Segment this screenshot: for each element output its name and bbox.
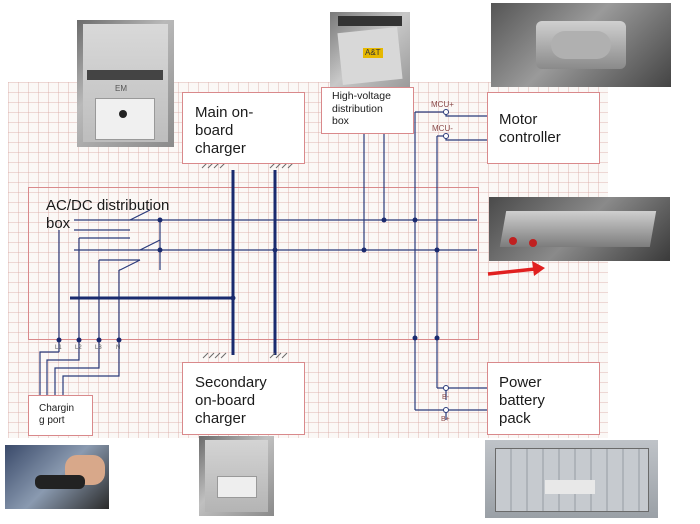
terminal-mcu-plus: MCU+: [431, 100, 454, 109]
switch-a: [129, 209, 151, 221]
battery-pack-label: Power battery pack: [499, 374, 545, 427]
switch-c: [119, 259, 141, 271]
battery-pack-box: [487, 362, 600, 435]
charging-port-box: [28, 395, 93, 436]
hv-distribution-label: High-voltage distribution box: [332, 90, 391, 128]
charging-port-photo: [5, 445, 109, 509]
port-pin-l1: L1: [55, 345, 62, 351]
red-arrow-icon: [487, 261, 545, 276]
port-pin-l2: L2: [75, 345, 82, 351]
motor-controller-label: Motor controller: [499, 111, 561, 146]
motor-controller-box: [487, 92, 600, 164]
port-pin-l3: L3: [95, 345, 102, 351]
acdc-box-label: AC/DC distribution box: [46, 197, 170, 232]
main-charger-photo: EM: [77, 20, 174, 147]
battery-pack-photo: [485, 440, 658, 518]
battery-module-photo: [489, 197, 670, 261]
main-charger-photo-logo: EM: [115, 84, 127, 93]
hv-box-photo: A&T: [330, 12, 410, 87]
acdc-distribution-box: [28, 187, 479, 340]
hv-distribution-box: [321, 87, 414, 134]
charging-port-label: Chargin g port: [39, 403, 75, 426]
hv-box-photo-label: A&T: [363, 48, 383, 58]
main-charger-box: [182, 92, 305, 164]
main-charger-label: Main on- board charger: [195, 104, 254, 157]
terminal-b-plus: B+: [441, 416, 450, 423]
motor-photo: [491, 3, 671, 87]
switch-b: [139, 239, 161, 251]
terminal-b-minus: B-: [442, 394, 449, 401]
secondary-charger-label: Secondary on-board charger: [195, 374, 267, 427]
secondary-charger-photo: [199, 436, 274, 516]
secondary-charger-box: [182, 362, 305, 435]
port-pin-n: N: [116, 345, 121, 351]
terminal-mcu-minus: MCU-: [432, 124, 453, 133]
